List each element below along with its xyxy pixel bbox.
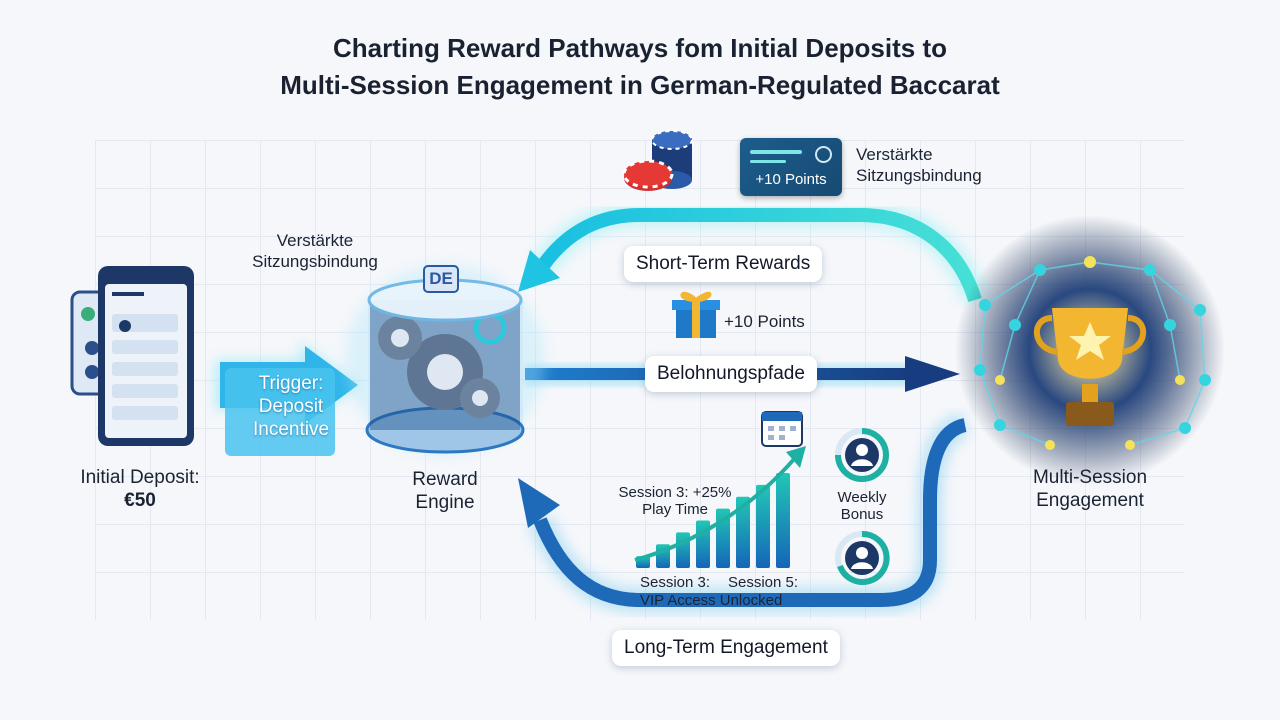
card-points-label: +10 Points — [755, 171, 827, 188]
de-badge: DE — [429, 269, 453, 288]
session-binding-left-label: Verstärkte Sitzungsbindung — [252, 231, 378, 271]
growth-bar — [676, 532, 690, 568]
gift-icon — [672, 291, 720, 338]
initial-deposit-label: Initial Deposit: €50 — [80, 467, 200, 511]
session3-label: Session 3: — [640, 574, 711, 591]
session3-play-label: Session 3: +25% Play Time — [618, 484, 732, 518]
trigger-arrow — [215, 342, 360, 456]
card-stripe — [750, 160, 786, 163]
short-term-loop-arrow — [518, 202, 988, 305]
long-term-loop-arrow — [518, 412, 969, 613]
weekly-bonus-profile-icon — [835, 428, 889, 482]
page-title: Charting Reward Pathways fom Initial Dep… — [280, 33, 1000, 100]
casino-chips-icon — [622, 130, 693, 191]
vip-label: VIP Access Unlocked — [640, 592, 783, 609]
reward-engine-label: Reward Engine — [412, 469, 478, 513]
growth-trend-arrowhead — [786, 446, 806, 468]
vip-profile-icon — [835, 530, 890, 585]
gift-points-label: +10 Points — [724, 312, 805, 331]
growth-bar — [776, 473, 790, 568]
card-stripe — [750, 150, 802, 154]
growth-bar — [736, 496, 750, 568]
short-term-rewards-pill: Short-Term Rewards — [624, 246, 823, 282]
growth-trend-line — [634, 456, 797, 562]
points-card: +10 Points — [740, 138, 842, 196]
session-binding-right-label: Verstärkte Sitzungsbindung — [856, 145, 982, 185]
calendar-icon — [761, 411, 803, 447]
multi-session-label: Multi-Session Engagement — [1032, 467, 1148, 511]
coin-icon — [815, 146, 832, 163]
session5-label: Session 5: — [728, 574, 799, 591]
trophy-network-icon — [955, 215, 1225, 485]
long-term-engagement-pill: Long-Term Engagement — [612, 630, 840, 666]
trigger-label: Trigger: Deposit Incentive — [252, 373, 330, 440]
mobile-device-icon — [70, 266, 194, 446]
reward-engine-icon — [345, 265, 545, 455]
belohnungspfade-pill: Belohnungspfade — [645, 356, 817, 392]
weekly-bonus-label: Weekly Bonus — [837, 489, 887, 523]
growth-bar — [756, 484, 770, 568]
growth-bar-chart — [636, 473, 790, 568]
